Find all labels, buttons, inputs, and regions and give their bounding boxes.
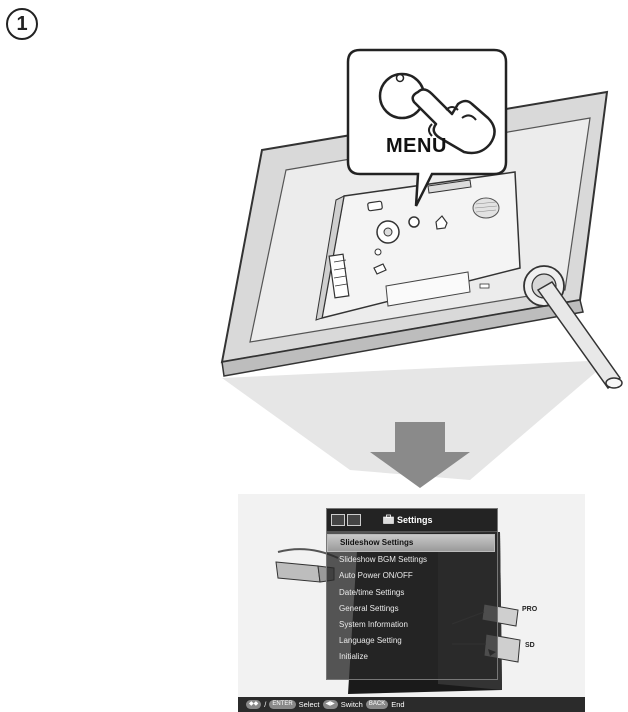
memory-stick-pro-label: PRO	[522, 606, 537, 613]
toolbox-icon	[383, 514, 394, 524]
menu-button-label: MENU	[386, 135, 447, 158]
menu-header: Settings	[327, 509, 497, 531]
menu-item[interactable]: Language Setting	[327, 633, 497, 649]
menu-item[interactable]: Initialize	[327, 649, 497, 665]
menu-item[interactable]: Slideshow BGM Settings	[327, 552, 497, 568]
menu-item[interactable]: General Settings	[327, 601, 497, 617]
tab-thumbnail-icon[interactable]	[331, 514, 345, 526]
switch-key-icon: ◀▶	[323, 700, 338, 709]
sd-card-label: SD	[525, 642, 535, 649]
menu-button-on-frame	[409, 217, 419, 227]
menu-title: Settings	[397, 515, 433, 525]
menu-item[interactable]: Auto Power ON/OFF	[327, 568, 497, 584]
status-bar: ◆◆ / ENTER Select ◀▶ Switch BACK End	[238, 697, 585, 712]
switch-hint: Switch	[341, 700, 363, 709]
status-separator: /	[264, 700, 266, 709]
menu-item[interactable]: Date/time Settings	[327, 585, 497, 601]
photo-frame-illustration	[0, 0, 628, 494]
usb-stick-icon	[276, 562, 320, 582]
back-key-icon: BACK	[366, 700, 388, 709]
menu-item[interactable]: System Information	[327, 617, 497, 633]
select-hint: Select	[299, 700, 320, 709]
menu-item[interactable]: Slideshow Settings	[327, 534, 495, 552]
end-hint: End	[391, 700, 404, 709]
enter-key-icon: ENTER	[269, 700, 295, 709]
nav-key-icon: ◆◆	[246, 700, 261, 709]
tab-slideshow-icon[interactable]	[347, 514, 361, 526]
